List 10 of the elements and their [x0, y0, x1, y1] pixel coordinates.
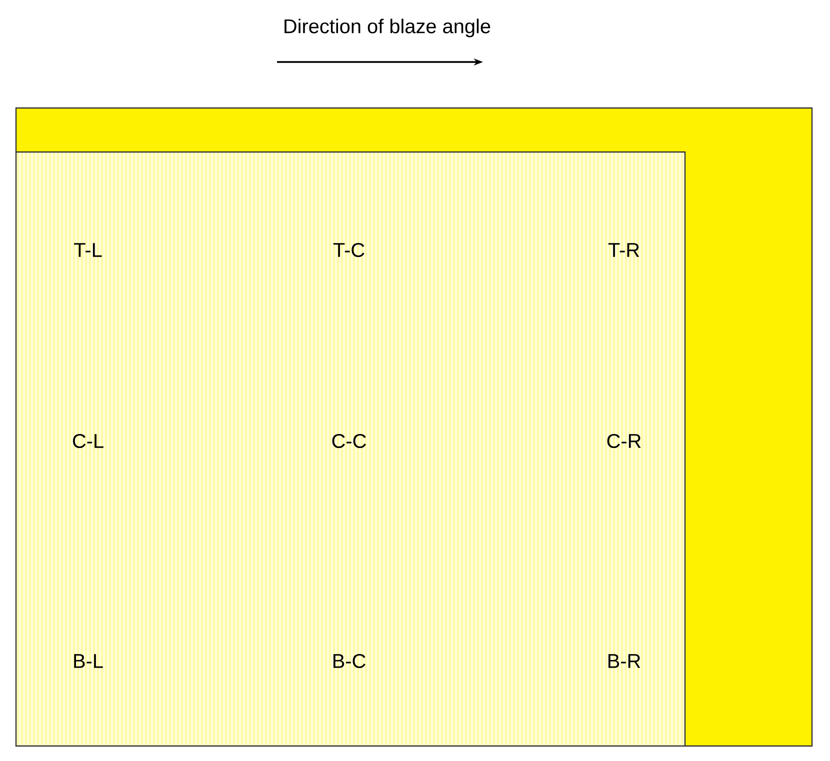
position-label: B-R — [608, 654, 640, 668]
title: Direction of blaze angle — [284, 18, 490, 38]
position-label: T-C — [333, 242, 364, 258]
position-label: T-R — [608, 243, 640, 257]
position-label: C-L — [72, 434, 104, 448]
position-label: C-C — [332, 434, 366, 448]
position-label: C-R — [607, 434, 641, 448]
position-label: B-C — [334, 654, 366, 668]
position-label: B-L — [74, 654, 103, 668]
position-label: T-L — [74, 243, 102, 257]
